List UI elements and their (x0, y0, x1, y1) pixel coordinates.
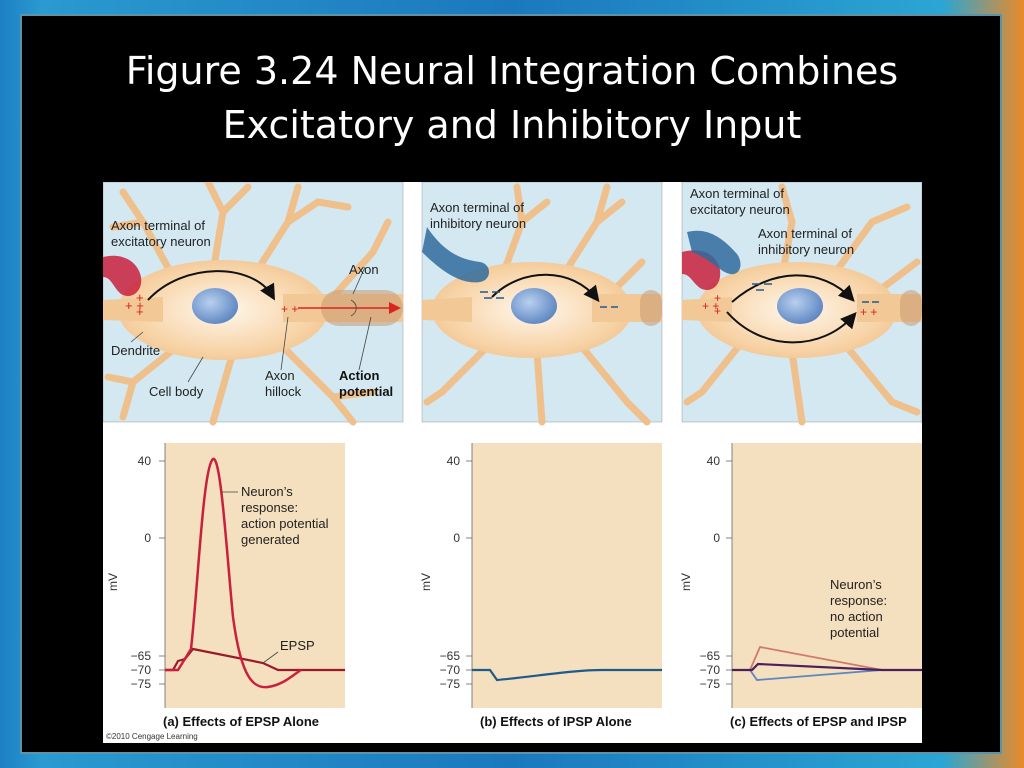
slide-title-line-1: Figure 3.24 Neural Integration Combines (125, 49, 899, 93)
y-tick-minus-70: −70 (440, 663, 461, 677)
label-dendrite: Dendrite (111, 343, 160, 358)
epsp-spread-arrow (147, 270, 275, 301)
ipsp-trace (472, 668, 662, 682)
plus-charges: + + (281, 302, 298, 316)
y-axis-label: mV (106, 573, 120, 591)
label-action-potential-1: Action (339, 368, 380, 383)
label-axon-terminal-excitatory-1: Axon terminal of (111, 218, 205, 233)
label-axon-hillock-1: Axon (265, 368, 295, 383)
graph-c: 40 0 −65 −70 −75 mV Neuron’s response: n… (679, 443, 922, 729)
action-potential-trace (165, 457, 302, 689)
y-tick-40: 40 (447, 454, 461, 468)
label-c-excitatory-1: Axon terminal of (690, 186, 784, 201)
y-tick-0: 0 (713, 531, 720, 545)
graph-a-caption: (a) Effects of EPSP Alone (163, 714, 319, 729)
label-axon-terminal-inhibitory-2: inhibitory neuron (430, 216, 526, 231)
svg-text:+: + (714, 291, 721, 305)
graph-a: 40 0 −65 −70 −75 mV Neuron’s response: a… (106, 443, 345, 729)
graph-b-background (472, 443, 662, 708)
panel-a-diagram: + + + + + + Axon terminal of excitatory … (103, 182, 404, 426)
figure-3-24: + + + + + + Axon terminal of excitatory … (103, 182, 922, 743)
graph-b-caption: (b) Effects of IPSP Alone (480, 714, 632, 729)
label-c-excitatory-2: excitatory neuron (690, 202, 790, 217)
label-action-potential-2: potential (339, 384, 393, 399)
y-tick-minus-65: −65 (131, 649, 152, 663)
graph-c-annotation-4: potential (830, 625, 879, 640)
label-c-inhibitory-2: inhibitory neuron (758, 242, 854, 257)
y-axis-label: mV (679, 573, 693, 591)
graph-a-epsp-label: EPSP (280, 638, 315, 653)
plus-charges: + (136, 304, 144, 319)
graph-a-annotation-2: response: (241, 500, 298, 515)
copyright-notice: ©2010 Cengage Learning (106, 732, 198, 741)
plus-charges: + (136, 290, 144, 305)
svg-text:+ +: + + (702, 299, 719, 313)
label-c-inhibitory-1: Axon terminal of (758, 226, 852, 241)
excitatory-axon-terminal (103, 255, 142, 297)
graph-a-annotation-3: action potential (241, 516, 329, 531)
figure-svg: + + + + + + Axon terminal of excitatory … (103, 182, 922, 741)
plus-charges: + + (125, 298, 144, 313)
svg-text:+ +: + + (860, 305, 877, 319)
y-tick-0: 0 (144, 531, 151, 545)
graph-a-annotation-1: Neuron’s (241, 484, 293, 499)
y-tick-minus-70: −70 (700, 663, 721, 677)
panel-c-diagram: + + + + + + Axon terminal of excitatory … (681, 182, 922, 426)
label-cell-body: Cell body (149, 384, 204, 399)
graph-c-annotation-1: Neuron’s (830, 577, 882, 592)
graph-c-annotation-3: no action (830, 609, 883, 624)
graph-c-annotation-2: response: (830, 593, 887, 608)
label-axon-terminal-inhibitory-1: Axon terminal of (430, 200, 524, 215)
c-response-trace (732, 662, 922, 672)
y-tick-minus-75: −75 (131, 677, 152, 691)
label-axon-hillock-2: hillock (265, 384, 302, 399)
graph-c-caption: (c) Effects of EPSP and IPSP (730, 714, 907, 729)
y-tick-minus-70: −70 (131, 663, 152, 677)
y-tick-40: 40 (707, 454, 721, 468)
y-tick-minus-75: −75 (700, 677, 721, 691)
panel-b-diagram: Axon terminal of inhibitory neuron (421, 182, 663, 426)
svg-text:+: + (714, 304, 721, 318)
graph-a-annotation-4: generated (241, 532, 300, 547)
y-tick-40: 40 (138, 454, 152, 468)
y-tick-minus-65: −65 (440, 649, 461, 663)
label-axon-terminal-excitatory-2: excitatory neuron (111, 234, 211, 249)
slide-title: Figure 3.24 Neural Integration Combines … (0, 44, 1024, 152)
graph-a-background (165, 443, 345, 708)
label-axon: Axon (349, 262, 379, 277)
inhibitory-axon-terminal (422, 227, 489, 283)
dendrite-branches (104, 182, 392, 426)
y-tick-0: 0 (453, 531, 460, 545)
slide-title-line-2: Excitatory and Inhibitory Input (222, 103, 802, 147)
y-tick-minus-75: −75 (440, 677, 461, 691)
graph-b: 40 0 −65 −70 −75 mV (b) Effects of IPSP … (419, 443, 662, 729)
y-tick-minus-65: −65 (700, 649, 721, 663)
nucleus (192, 288, 238, 324)
y-axis-label: mV (419, 573, 433, 591)
